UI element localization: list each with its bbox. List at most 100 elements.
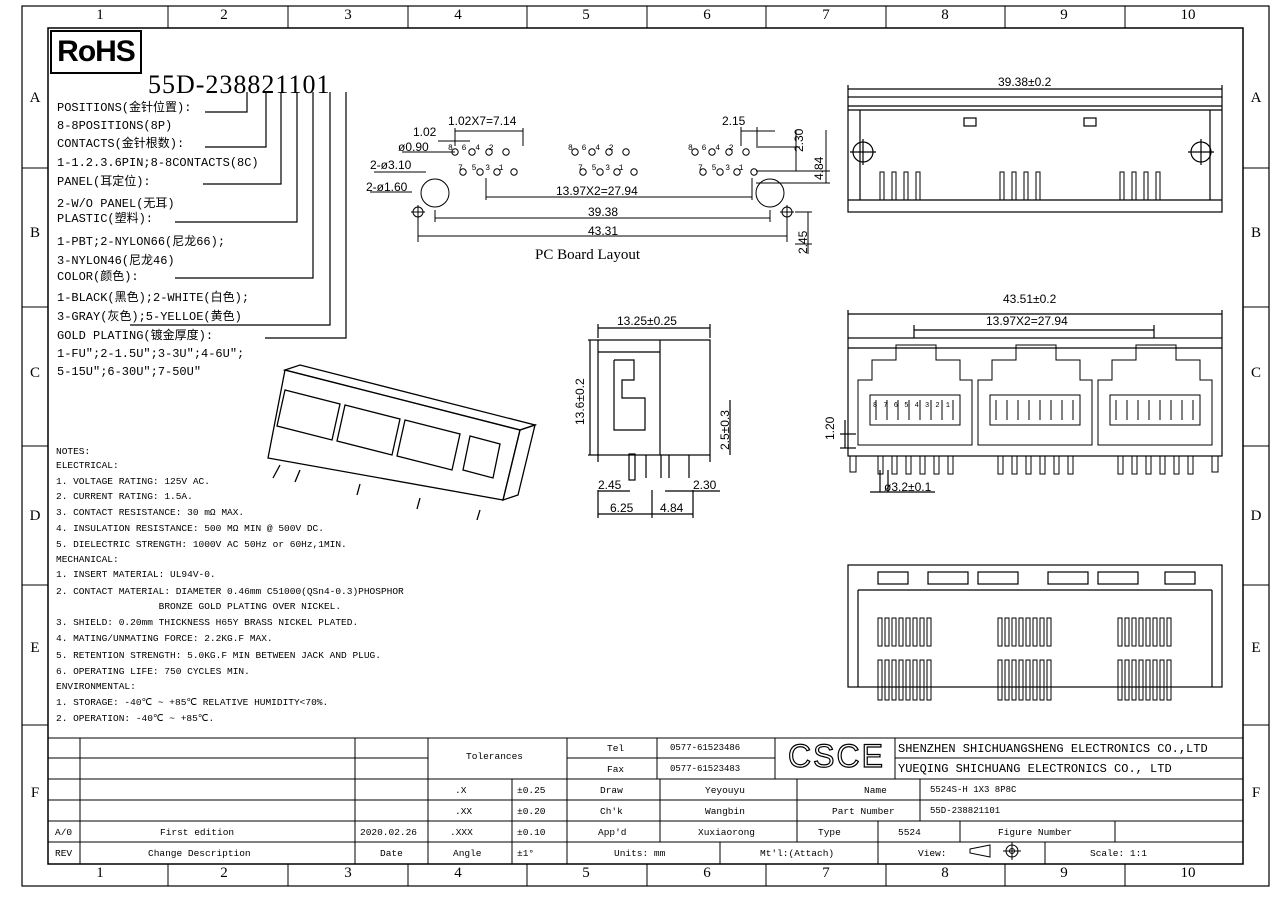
- pin-row-label: 7 5 3 1: [458, 164, 506, 173]
- note-line: ENVIRONMENTAL:: [56, 681, 136, 692]
- dim-shield-hole: 2-ø3.10: [370, 158, 412, 172]
- bottom-pin: [1039, 617, 1045, 647]
- zone-col-6-top: 6: [703, 7, 711, 23]
- zone-col-1-top: 1: [96, 7, 104, 23]
- bottom-pin: [1124, 617, 1130, 647]
- front-view-drawing: [840, 310, 1223, 493]
- top-pin: [1011, 171, 1017, 201]
- dim-2-45: 2.45: [796, 230, 810, 254]
- top-pin: [891, 171, 897, 201]
- spec-line: GOLD PLATING(镀金厚度):: [57, 329, 214, 343]
- rev-header: REV: [55, 848, 73, 859]
- zone-col-4-top: 4: [454, 7, 462, 23]
- zone-row-d-left: D: [29, 508, 41, 524]
- inner-frame: [47, 27, 1244, 865]
- top-pin: [903, 171, 909, 201]
- note-line: 2. CURRENT RATING: 1.5A.: [56, 491, 193, 502]
- note-line: 1. VOLTAGE RATING: 125V AC.: [56, 476, 210, 487]
- note-line: BRONZE GOLD PLATING OVER NICKEL.: [56, 601, 342, 612]
- note-line: 4. MATING/UNMATING FORCE: 2.2KG.F MAX.: [56, 633, 273, 644]
- bottom-pin: [877, 659, 883, 701]
- top-view-drawing: [847, 85, 1223, 213]
- tel-label: Tel: [607, 743, 625, 754]
- top-pin: [999, 171, 1005, 201]
- note-line: 3. CONTACT RESISTANCE: 30 mΩ MAX.: [56, 507, 245, 518]
- bottom-pin: [997, 617, 1003, 647]
- note-line: 5. DIELECTRIC STRENGTH: 1000V AC 50Hz or…: [56, 539, 347, 550]
- top-pin: [1119, 171, 1125, 201]
- pin-hole: [708, 148, 716, 156]
- bottom-pin: [1152, 659, 1158, 701]
- bottom-pin: [1046, 617, 1052, 647]
- draw-value: Yeyouyu: [705, 785, 745, 796]
- rj45-port-outline: [857, 344, 973, 446]
- dim-side-width: 13.25±0.25: [617, 314, 677, 328]
- dim-side-2-30: 2.30: [693, 478, 717, 492]
- front-pin: [997, 455, 1004, 475]
- spec-line: CONTACTS(金针根数):: [57, 137, 185, 151]
- top-pin: [1143, 171, 1149, 201]
- dim-side-2-5: 2.5±0.3: [718, 410, 732, 450]
- spec-line: 1-BLACK(黑色);2-WHITE(白色);: [57, 291, 250, 305]
- zone-col-9-bottom: 9: [1060, 865, 1068, 881]
- top-view-pins: [879, 171, 1161, 201]
- bottom-pin: [1145, 617, 1151, 647]
- front-peg: [849, 455, 857, 473]
- pin-hole: [571, 148, 579, 156]
- part-number-value: 55D-238821101: [930, 806, 1001, 816]
- note-line: 6. OPERATING LIFE: 750 CYCLES MIN.: [56, 666, 250, 677]
- pin-hole: [459, 168, 467, 176]
- bottom-pin: [1018, 659, 1024, 701]
- port-contacts: [869, 394, 961, 426]
- company-name-2: YUEQING SHICHUANG ELECTRONICS CO., LTD: [898, 762, 1172, 776]
- bottom-pin: [884, 659, 890, 701]
- front-pin: [919, 455, 926, 475]
- zone-col-3-top: 3: [344, 7, 352, 23]
- front-pin: [1011, 455, 1018, 475]
- top-pin: [1155, 171, 1161, 201]
- note-line: ELECTRICAL:: [56, 460, 119, 471]
- tol-key: .XX: [455, 806, 473, 817]
- pcb-layout-drawing: [370, 127, 830, 254]
- top-pin: [915, 171, 921, 201]
- type-label: Type: [818, 827, 841, 838]
- spec-line: 1-FU";2-1.5U";3-3U";4-6U";: [57, 347, 245, 361]
- change-description: First edition: [160, 827, 235, 838]
- note-line: 2. OPERATION: -40℃ ~ +85℃.: [56, 713, 215, 724]
- bottom-pin: [1011, 617, 1017, 647]
- pin-hole: [476, 168, 484, 176]
- pin-hole: [733, 168, 741, 176]
- zone-row-e-right: E: [1251, 640, 1261, 656]
- pin-hole: [485, 148, 493, 156]
- bottom-pin: [1004, 659, 1010, 701]
- pin-hole: [493, 168, 501, 176]
- bottom-pin: [1018, 617, 1024, 647]
- pin-row-label: 7 5 3 1: [698, 164, 746, 173]
- bottom-pin: [1131, 659, 1137, 701]
- pin-hole: [750, 168, 758, 176]
- front-pin: [1067, 455, 1074, 475]
- tol-value: ±1°: [517, 848, 535, 859]
- zone-row-c-right: C: [1250, 365, 1261, 381]
- spec-line: 8-8POSITIONS(8P): [57, 119, 173, 133]
- pin-hole: [716, 168, 724, 176]
- front-pin: [1131, 455, 1138, 475]
- top-pin: [879, 171, 885, 201]
- tol-key: .XXX: [450, 827, 473, 838]
- scale: Scale: 1:1: [1090, 848, 1148, 859]
- tel-value: 0577-61523486: [670, 743, 741, 753]
- port-contacts: [1109, 394, 1201, 426]
- zone-col-2-top: 2: [220, 7, 228, 23]
- revision-date: 2020.02.26: [360, 827, 418, 838]
- pin-row-label: 8 6 4 2: [568, 144, 616, 153]
- pin-row-label: 7 5 3 1: [578, 164, 626, 173]
- part-number-label: Part Number: [832, 806, 895, 817]
- bottom-view-drawing: [847, 564, 1223, 688]
- bottom-pin: [898, 617, 904, 647]
- check-label: Ch'k: [600, 806, 623, 817]
- dim-top-width: 39.38±0.2: [998, 75, 1052, 89]
- bottom-pin: [919, 617, 925, 647]
- front-pin: [1039, 455, 1046, 475]
- rev-value: A/0: [55, 827, 73, 838]
- part-code-title: 55D-238821101: [148, 70, 331, 99]
